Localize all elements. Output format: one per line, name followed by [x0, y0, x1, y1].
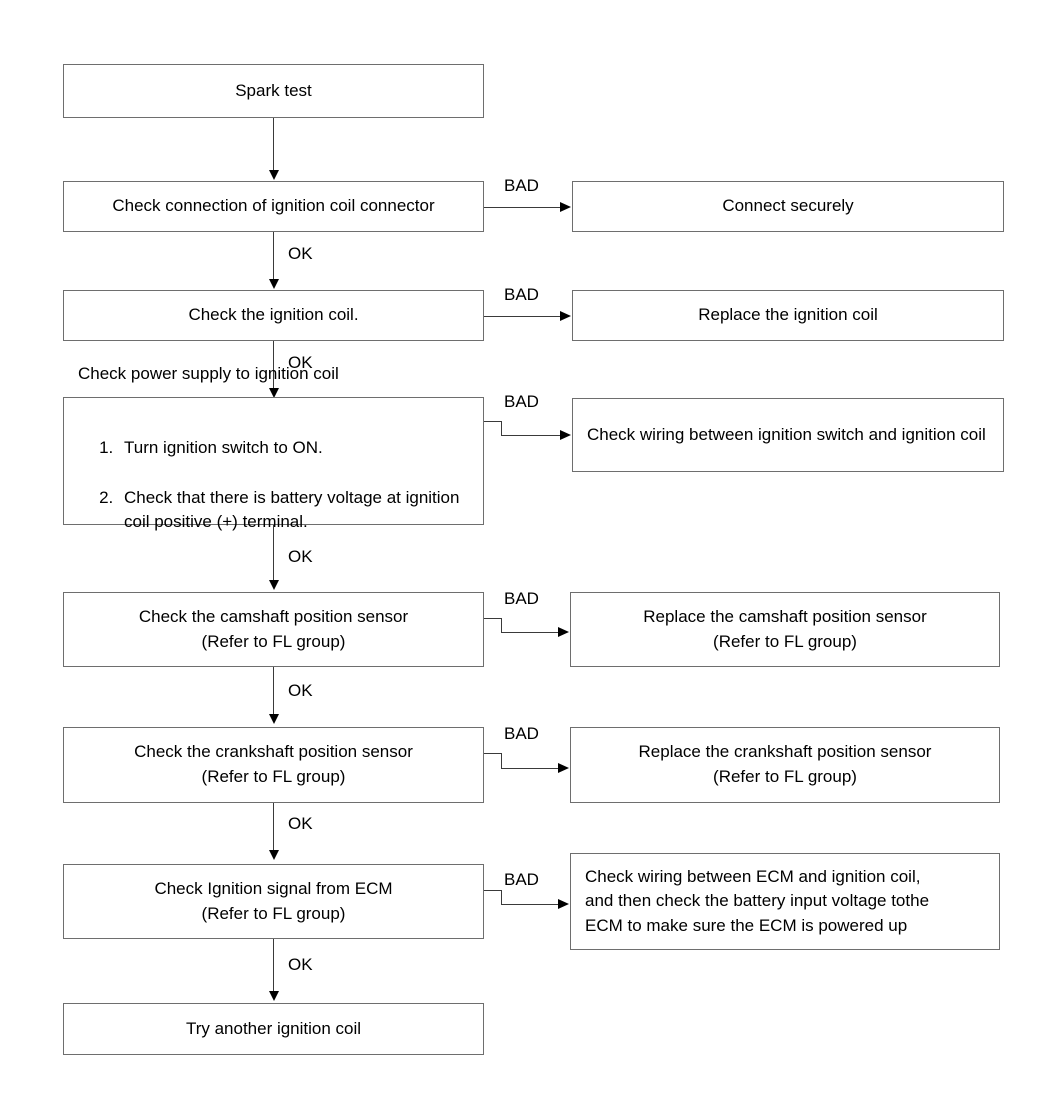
edge-label-ok-3: OK [288, 353, 313, 372]
node-check-wiring-ecm-label: Check wiring between ECM and ignition co… [585, 866, 930, 935]
edge-label-ok-2: OK [288, 244, 313, 263]
edge-label-bad-4: BAD [504, 392, 539, 411]
node-check-connection: Check connection of ignition coil connec… [63, 181, 484, 232]
arrowhead-6-bad [558, 763, 569, 773]
node-check-wiring-ignition-switch: Check wiring between ignition switch and… [572, 398, 1004, 472]
edge-label-bad-2: BAD [504, 176, 539, 195]
connector-5-bad [501, 632, 560, 633]
sub-item: Turn ignition switch to ON. [118, 436, 469, 461]
edge-label-bad-5: BAD [504, 589, 539, 608]
node-check-crankshaft-sensor: Check the crankshaft position sensor (Re… [63, 727, 484, 803]
connector-2-to-3 [273, 232, 274, 280]
arrowhead-2-to-3 [269, 279, 279, 289]
arrowhead-3-bad [560, 311, 571, 321]
node-check-ignition-signal-label: Check Ignition signal from ECM (Refer to… [154, 878, 393, 923]
arrowhead-2-bad [560, 202, 571, 212]
connector-6-bad-elbow [501, 753, 502, 768]
edge-label-ok-5: OK [288, 681, 313, 700]
node-replace-ignition-coil: Replace the ignition coil [572, 290, 1004, 341]
connector-7-bad [501, 904, 560, 905]
node-connect-securely-label: Connect securely [722, 196, 854, 216]
node-connect-securely: Connect securely [572, 181, 1004, 232]
node-try-another-coil: Try another ignition coil [63, 1003, 484, 1055]
node-replace-ignition-coil-label: Replace the ignition coil [698, 305, 878, 325]
arrowhead-5-bad [558, 627, 569, 637]
arrowhead-1-to-2 [269, 170, 279, 180]
connector-6-bad [501, 768, 560, 769]
arrowhead-3-to-4 [269, 388, 279, 398]
connector-7-bad-stub [484, 890, 502, 891]
node-replace-camshaft-sensor: Replace the camshaft position sensor (Re… [570, 592, 1000, 667]
connector-4-to-5 [273, 525, 274, 581]
node-check-ignition-coil-label: Check the ignition coil. [188, 305, 359, 325]
connector-1-to-2 [273, 118, 274, 171]
node-check-crankshaft-sensor-label: Check the crankshaft position sensor (Re… [134, 742, 413, 786]
connector-6-bad-stub [484, 753, 502, 754]
connector-5-bad-stub [484, 618, 502, 619]
edge-label-bad-3: BAD [504, 285, 539, 304]
node-replace-camshaft-sensor-label: Replace the camshaft position sensor (Re… [643, 606, 927, 651]
arrowhead-6-to-7 [269, 850, 279, 860]
edge-label-ok-6: OK [288, 814, 313, 833]
node-check-ignition-signal: Check Ignition signal from ECM (Refer to… [63, 864, 484, 939]
connector-4-bad-stub [484, 421, 502, 422]
connector-7-to-8 [273, 939, 274, 992]
node-check-wiring-ignition-switch-label: Check wiring between ignition switch and… [587, 424, 986, 444]
node-check-power-supply-sublist: Turn ignition switch to ON. Check that t… [78, 412, 469, 560]
connector-5-to-6 [273, 667, 274, 715]
arrowhead-7-to-8 [269, 991, 279, 1001]
node-check-connection-label: Check connection of ignition coil connec… [112, 196, 435, 216]
connector-5-bad-elbow [501, 618, 502, 632]
node-check-ignition-coil: Check the ignition coil. [63, 290, 484, 341]
connector-2-bad [484, 207, 562, 208]
node-replace-crankshaft-sensor-label: Replace the crankshaft position sensor (… [638, 742, 932, 786]
node-check-camshaft-sensor-label: Check the camshaft position sensor (Refe… [138, 606, 409, 651]
connector-3-bad [484, 316, 562, 317]
arrowhead-7-bad [558, 899, 569, 909]
node-try-another-coil-label: Try another ignition coil [185, 1018, 362, 1038]
sub-item: Check that there is battery voltage at i… [118, 486, 469, 535]
edge-label-ok-4: OK [288, 547, 313, 566]
edge-label-ok-7: OK [288, 955, 313, 974]
connector-7-bad-elbow [501, 890, 502, 904]
connector-6-to-7 [273, 803, 274, 851]
edge-label-bad-6: BAD [504, 724, 539, 743]
arrowhead-4-bad [560, 430, 571, 440]
connector-3-to-4 [273, 341, 274, 389]
node-check-power-supply: Check power supply to ignition coil Turn… [63, 364, 484, 531]
node-spark-test: Spark test [63, 64, 484, 118]
arrowhead-4-to-5 [269, 580, 279, 590]
node-spark-test-label: Spark test [235, 80, 312, 100]
arrowhead-5-to-6 [269, 714, 279, 724]
connector-4-bad-elbow [501, 421, 502, 435]
node-replace-crankshaft-sensor: Replace the crankshaft position sensor (… [570, 727, 1000, 803]
node-check-camshaft-sensor: Check the camshaft position sensor (Refe… [63, 592, 484, 667]
node-check-wiring-ecm: Check wiring between ECM and ignition co… [570, 853, 1000, 950]
connector-4-bad [501, 435, 562, 436]
node-check-power-supply-label: Check power supply to ignition coil [78, 364, 339, 384]
edge-label-bad-7: BAD [504, 870, 539, 889]
